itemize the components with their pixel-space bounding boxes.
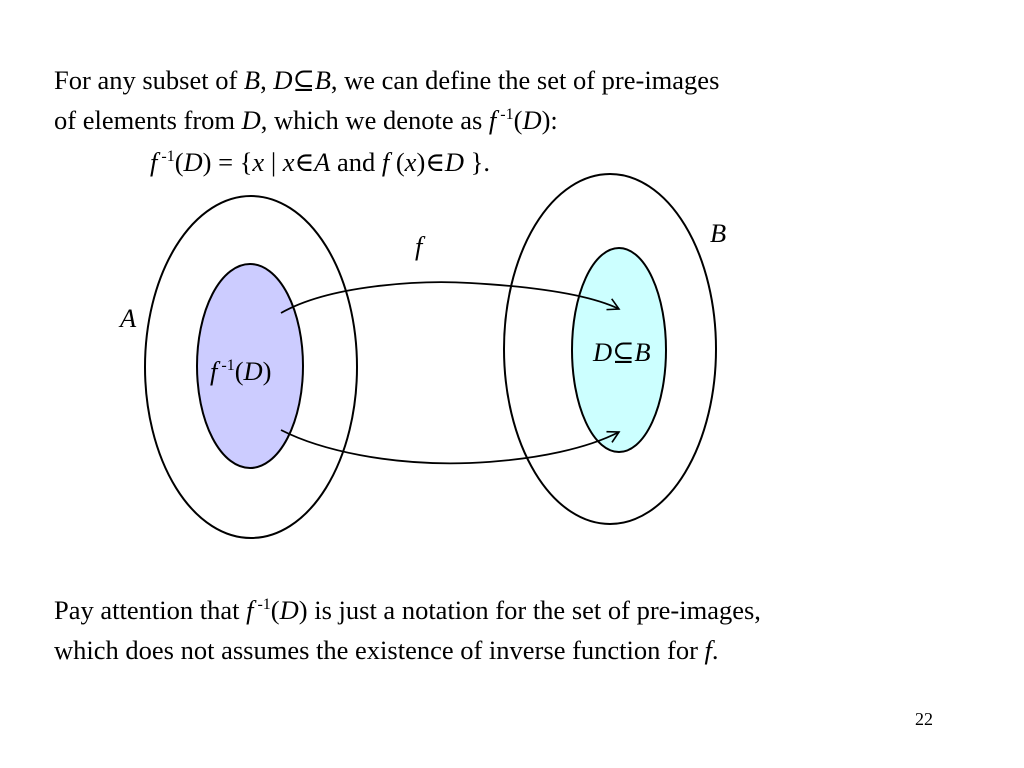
set-symbol-d: D (522, 105, 542, 135)
paren: ( (513, 105, 523, 135)
inverse-superscript: -1 (253, 596, 271, 613)
element-of-symbol: ∈ (425, 147, 445, 177)
function-symbol-f: f (704, 635, 712, 665)
set-symbol-d: D (243, 356, 263, 386)
note-paragraph: Pay attention that f -1(D) is just a not… (54, 590, 761, 670)
set-symbol-b: B (634, 337, 651, 367)
set-symbol-d: D (279, 595, 299, 625)
note-text: which does not assumes the existence of … (54, 635, 705, 665)
preimage-label: f -1(D) (210, 356, 272, 386)
paren: ): (541, 105, 558, 135)
variable-x: x (252, 147, 265, 177)
set-symbol-a: A (314, 147, 331, 177)
set-symbol-d: D (444, 147, 465, 177)
set-symbol-b: B (314, 65, 331, 95)
variable-x: x (404, 147, 417, 177)
paren: ) (262, 356, 272, 386)
set-a-label: A (120, 303, 137, 333)
intro-text: , (260, 65, 274, 95)
set-symbol-d: D (593, 337, 613, 367)
subset-symbol: ⊆ (292, 65, 315, 95)
equals-brace: ) = { (202, 147, 253, 177)
element-of-symbol: ∈ (294, 147, 315, 177)
subset-symbol: ⊆ (612, 337, 635, 367)
mapping-arrow-top (280, 281, 621, 314)
preimage-ellipse (196, 263, 304, 469)
set-b-label: B (710, 218, 727, 248)
page-number: 22 (915, 709, 933, 729)
function-symbol-f: f (488, 105, 497, 135)
paren: ( (270, 595, 280, 625)
function-symbol-f: f (246, 595, 254, 625)
inverse-superscript: -1 (157, 148, 175, 165)
and-word: and (330, 147, 382, 177)
note-text: ) is just a notation for the set of pre-… (298, 595, 761, 625)
function-symbol-f: f (210, 356, 218, 386)
function-f-label: f (415, 231, 423, 261)
function-symbol-f: f (381, 147, 390, 177)
paren: ( (389, 147, 405, 177)
intro-paragraph: For any subset of B, D⊆B, we can define … (54, 60, 719, 140)
such-that-bar: | (264, 147, 283, 177)
set-symbol-d: D (241, 105, 261, 135)
intro-text: , which we denote as (260, 105, 489, 135)
note-text: Pay attention that (54, 595, 247, 625)
paren: ) (416, 147, 426, 177)
set-symbol-b: B (243, 65, 261, 95)
paren: ( (234, 356, 244, 386)
intro-text: of elements from (54, 105, 242, 135)
function-symbol-f: f (150, 147, 158, 177)
intro-text: For any subset of (54, 65, 244, 95)
set-symbol-d: D (273, 65, 293, 95)
inverse-superscript: -1 (496, 106, 514, 123)
paren: ( (174, 147, 184, 177)
note-line-1: Pay attention that f -1(D) is just a not… (54, 590, 761, 630)
intro-text: , we can define the set of pre-images (330, 65, 720, 95)
variable-x: x (282, 147, 295, 177)
subset-d-ellipse (571, 247, 667, 453)
preimage-definition: f -1(D) = {x | x∈A and f (x)∈D }. (150, 142, 490, 182)
note-line-2: which does not assumes the existence of … (54, 630, 761, 670)
intro-line-1: For any subset of B, D⊆B, we can define … (54, 60, 719, 100)
inverse-superscript: -1 (217, 357, 235, 374)
intro-line-2: of elements from D, which we denote as f… (54, 100, 719, 140)
closing-brace: }. (464, 147, 491, 177)
mapping-arrow-bottom (280, 429, 621, 465)
note-text: . (711, 635, 719, 665)
subset-label: D⊆B (593, 337, 651, 367)
set-symbol-d: D (183, 147, 203, 177)
